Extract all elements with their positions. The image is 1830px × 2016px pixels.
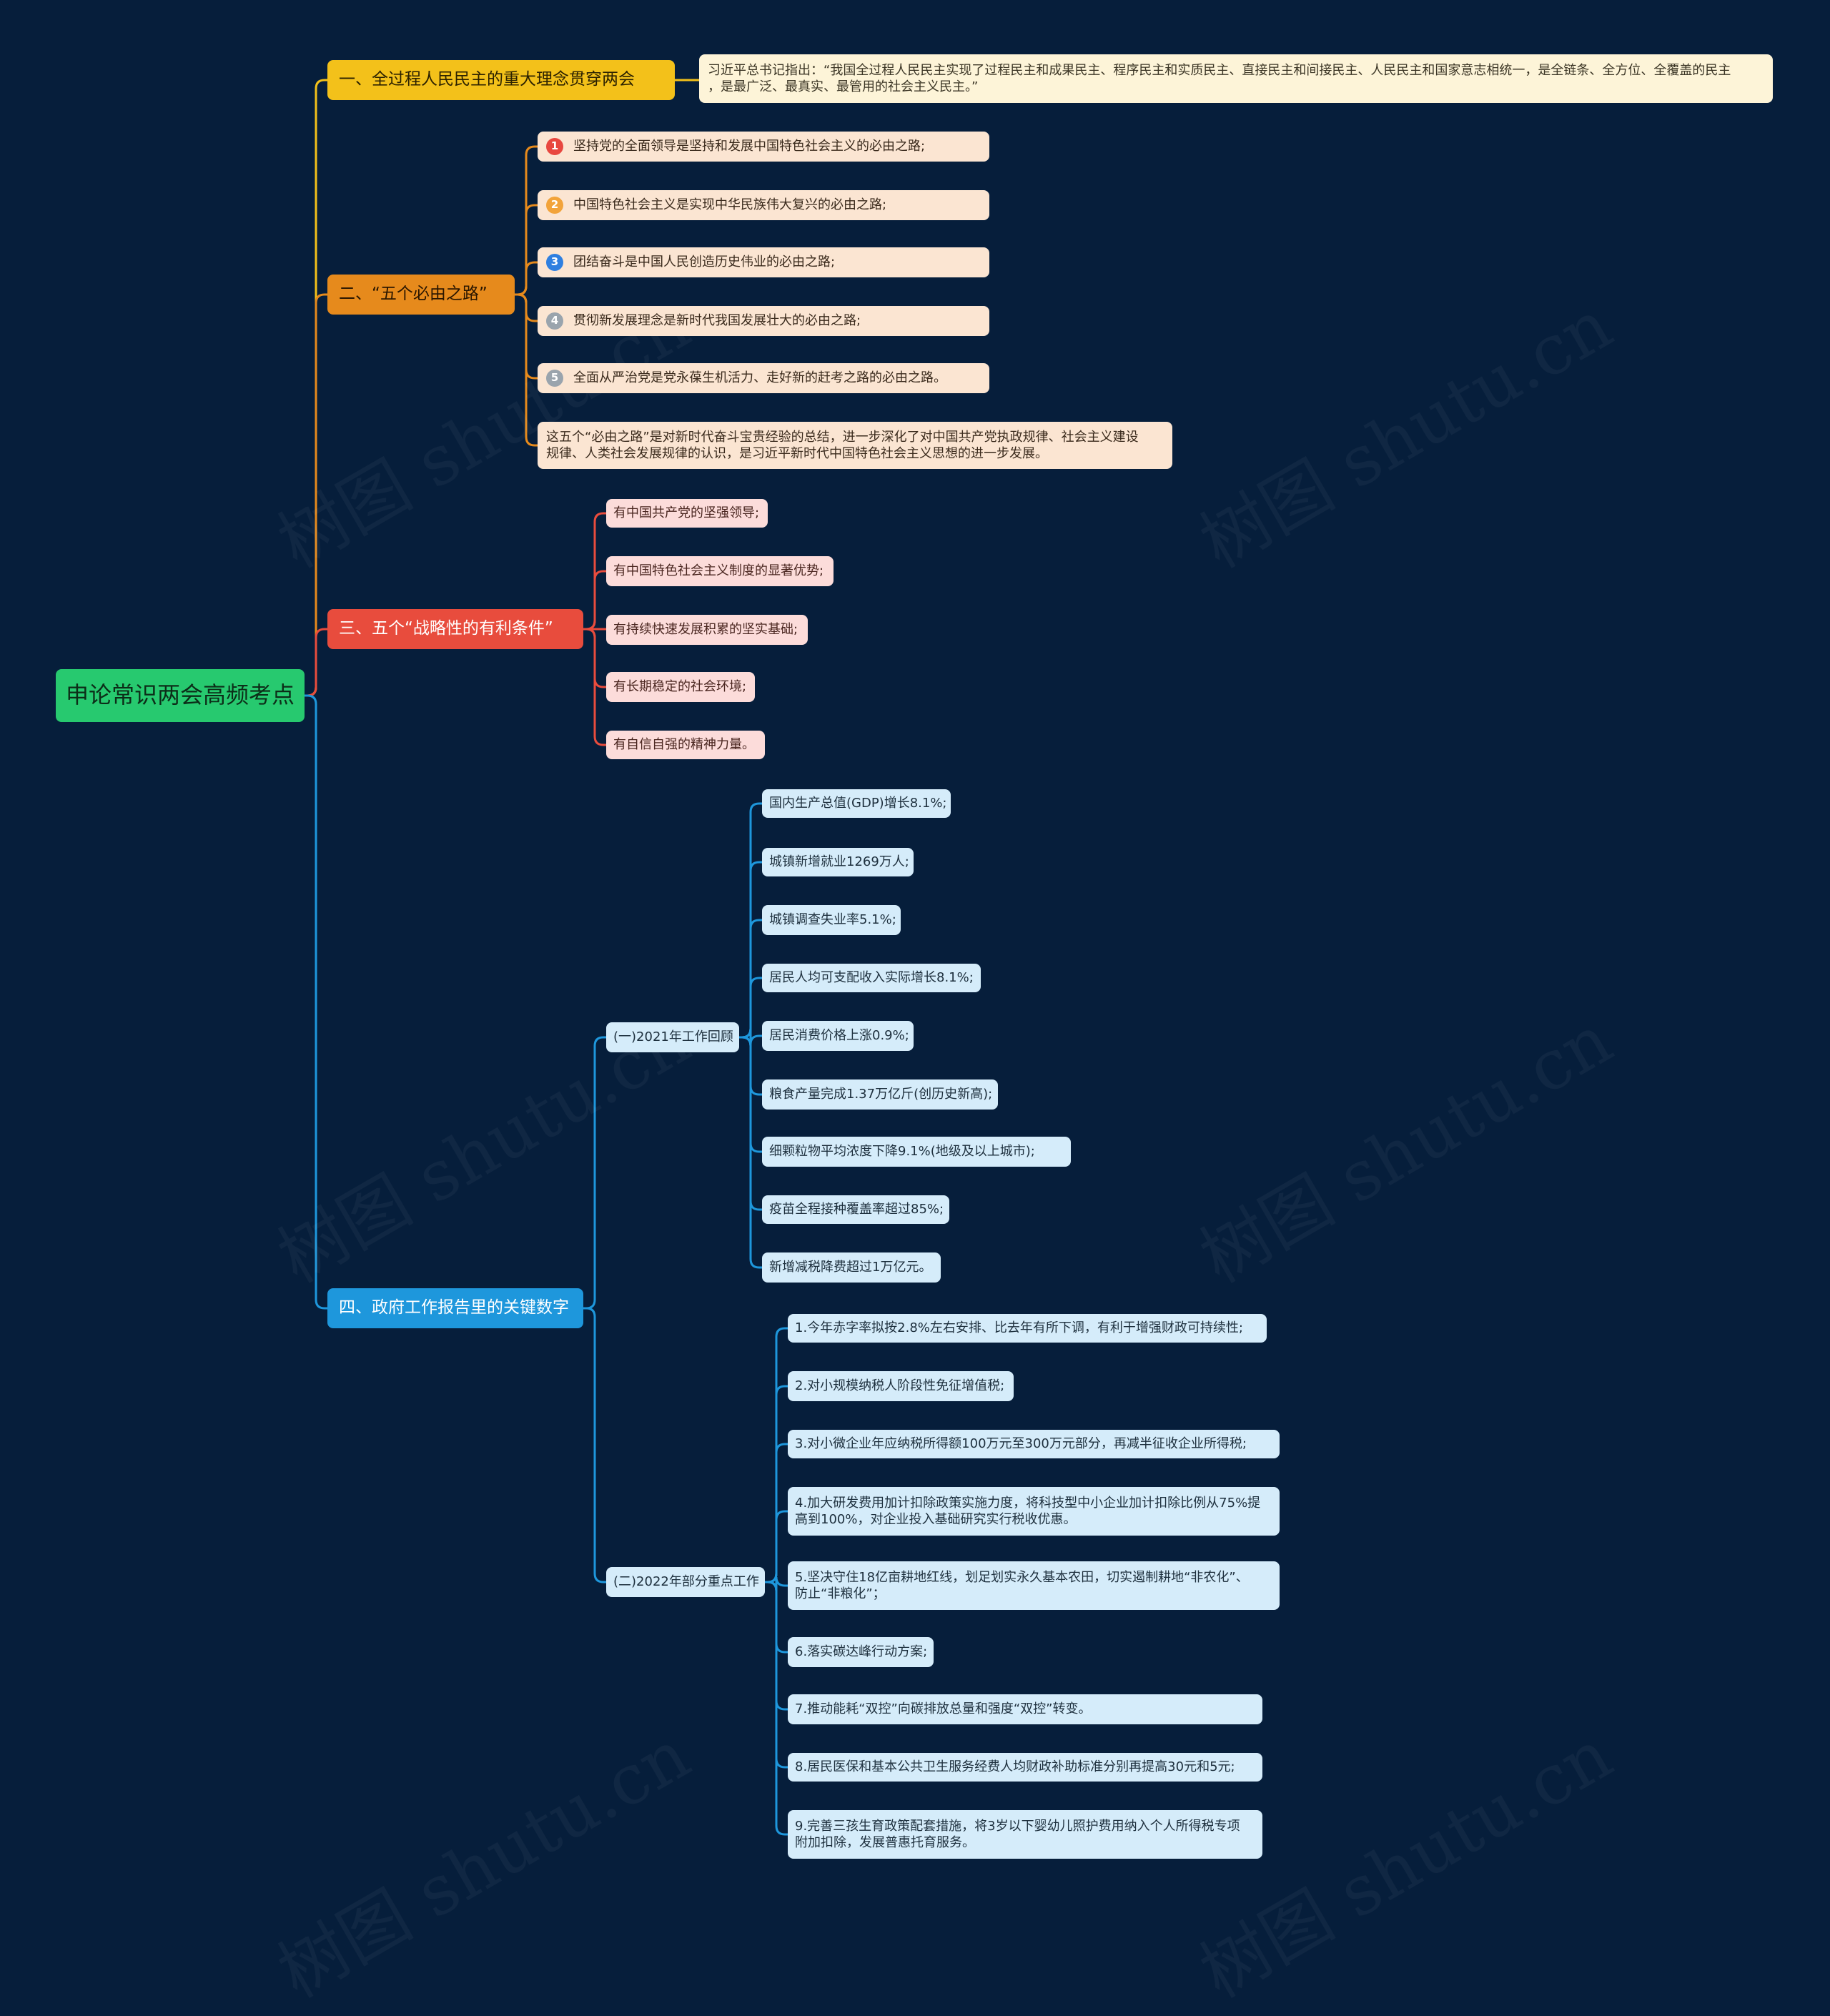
road-item[interactable]: 3 团结奋斗是中国人民创造历史伟业的必由之路; <box>538 247 989 277</box>
number-3-badge-icon: 3 <box>546 254 563 271</box>
key-work-item[interactable]: 6.落实碳达峰行动方案; <box>788 1637 934 1667</box>
road-item-text: 贯彻新发展理念是新时代我国发展壮大的必由之路; <box>573 313 861 329</box>
item-line: 9.完善三孩生育政策配套措施，将3岁以下婴幼儿照护费用纳入个人所得税专项 <box>795 1818 1240 1834</box>
item-line: 高到100%，对企业投入基础研究实行税收优惠。 <box>795 1512 1077 1527</box>
connector-b3-item <box>582 570 608 631</box>
review-item[interactable]: 疫苗全程接种覆盖率超过85%; <box>762 1195 949 1224</box>
connector-sub2-item <box>763 1510 789 1583</box>
number-4-badge-icon: 4 <box>546 312 563 330</box>
review-item[interactable]: 新增减税降费超过1万亿元。 <box>762 1252 941 1283</box>
road-summary-note[interactable]: 这五个“必由之路”是对新时代奋斗宝贵经验的总结，进一步深化了对中国共产党执政规律… <box>538 422 1172 469</box>
road-item-text: 团结奋斗是中国人民创造历史伟业的必由之路; <box>573 255 836 270</box>
condition-item[interactable]: 有长期稳定的社会环境; <box>606 672 755 702</box>
key-work-item[interactable]: 8.居民医保和基本公共卫生服务经费人均财政补助标准分别再提高30元和5元; <box>788 1753 1262 1782</box>
condition-item[interactable]: 有持续快速发展积累的坚实基础; <box>606 615 808 645</box>
review-item[interactable]: 细颗粒物平均浓度下降9.1%(地级及以上城市); <box>762 1137 1071 1167</box>
subtopic-2022-key-work[interactable]: (二)2022年部分重点工作 <box>606 1567 765 1597</box>
road-item-text: 坚持党的全面领导是坚持和发展中国特色社会主义的必由之路; <box>573 139 926 154</box>
key-work-item[interactable]: 3.对小微企业年应纳税所得额100万元至300万元部分，再减半征收企业所得税; <box>788 1430 1280 1458</box>
connector-b4-sub2 <box>582 1307 608 1583</box>
subtopic-2021-review[interactable]: (一)2021年工作回顾 <box>606 1022 739 1052</box>
condition-item[interactable]: 有中国共产党的坚强领导; <box>606 499 768 528</box>
branch-1-topic[interactable]: 一、全过程人民民主的重大理念贯穿两会 <box>327 60 675 100</box>
connector-lines <box>303 79 789 1836</box>
key-work-item[interactable]: 7.推动能耗“双控”向碳排放总量和强度“双控”转变。 <box>788 1694 1262 1724</box>
connector-b2-item <box>513 293 539 447</box>
branch-3-topic[interactable]: 三、五个“战略性的有利条件” <box>327 609 583 649</box>
road-item[interactable]: 2 中国特色社会主义是实现中华民族伟大复兴的必由之路; <box>538 190 989 220</box>
review-item[interactable]: 城镇调查失业率5.1%; <box>762 905 901 935</box>
branch-2-topic[interactable]: 二、“五个必由之路” <box>327 275 515 315</box>
road-item-text: 中国特色社会主义是实现中华民族伟大复兴的必由之路; <box>573 197 887 213</box>
item-line: 5.坚决守住18亿亩耕地红线，划足划实永久基本农田，切实遏制耕地“非农化”、 <box>795 1569 1249 1585</box>
number-2-badge-icon: 2 <box>546 197 563 214</box>
number-1-badge-icon: 1 <box>546 138 563 155</box>
road-item[interactable]: 4 贯彻新发展理念是新时代我国发展壮大的必由之路; <box>538 306 989 336</box>
connector-sub1-item <box>738 977 763 1039</box>
road-item[interactable]: 1 坚持党的全面领导是坚持和发展中国特色社会主义的必由之路; <box>538 132 989 162</box>
connector-b2-item <box>513 261 539 296</box>
note-line: 这五个“必由之路”是对新时代奋斗宝贵经验的总结，进一步深化了对中国共产党执政规律… <box>546 429 1139 445</box>
branch-1-quote-note[interactable]: 习近平总书记指出：“我国全过程人民民主实现了过程民主和成果民主、程序民主和实质民… <box>699 54 1773 103</box>
key-work-item[interactable]: 5.坚决守住18亿亩耕地红线，划足划实永久基本农田，切实遏制耕地“非农化”、 防… <box>788 1561 1280 1610</box>
connector-b4-sub1 <box>582 1036 608 1310</box>
connector-root-b3 <box>303 628 329 697</box>
review-item[interactable]: 粮食产量完成1.37万亿斤(创历史新高); <box>762 1079 998 1110</box>
note-line: 规律、人类社会发展规律的认识，是习近平新时代中国特色社会主义思想的进一步发展。 <box>546 446 1048 461</box>
review-item[interactable]: 城镇新增就业1269万人; <box>762 848 914 876</box>
connector-sub1-item <box>738 1036 763 1269</box>
condition-item[interactable]: 有中国特色社会主义制度的显著优势; <box>606 556 834 586</box>
review-item[interactable]: 国内生产总值(GDP)增长8.1%; <box>762 789 951 818</box>
connector-root-b4 <box>303 694 329 1310</box>
condition-item[interactable]: 有自信自强的精神力量。 <box>606 731 765 759</box>
review-item[interactable]: 居民人均可支配收入实际增长8.1%; <box>762 964 981 992</box>
connector-sub2-item <box>763 1581 789 1836</box>
key-work-item[interactable]: 4.加大研发费用加计扣除政策实施力度，将科技型中小企业加计扣除比例从75%提 高… <box>788 1487 1280 1536</box>
note-line: ，是最广泛、最真实、最管用的社会主义民主。” <box>708 79 979 94</box>
item-line: 防止“非粮化”； <box>795 1586 886 1601</box>
root-topic[interactable]: 申论常识两会高频考点 <box>56 669 305 722</box>
road-item[interactable]: 5 全面从严治党是党永葆生机活力、走好新的赶考之路的必由之路。 <box>538 363 989 393</box>
road-item-text: 全面从严治党是党永葆生机活力、走好新的赶考之路的必由之路。 <box>573 370 946 386</box>
key-work-item[interactable]: 9.完善三孩生育政策配套措施，将3岁以下婴幼儿照护费用纳入个人所得税专项 附加扣… <box>788 1810 1262 1859</box>
item-line: 4.加大研发费用加计扣除政策实施力度，将科技型中小企业加计扣除比例从75%提 <box>795 1495 1261 1511</box>
review-item[interactable]: 居民消费价格上涨0.9%; <box>762 1021 914 1051</box>
note-line: 习近平总书记指出：“我国全过程人民民主实现了过程民主和成果民主、程序民主和实质民… <box>708 62 1731 78</box>
key-work-item[interactable]: 1.今年赤字率拟按2.8%左右安排、比去年有所下调，有利于增强财政可持续性; <box>788 1314 1267 1343</box>
key-work-item[interactable]: 2.对小规模纳税人阶段性免征增值税; <box>788 1371 1014 1401</box>
number-5-badge-icon: 5 <box>546 370 563 387</box>
connector-b3-item <box>582 628 608 746</box>
branch-4-topic[interactable]: 四、政府工作报告里的关键数字 <box>327 1288 583 1328</box>
item-line: 附加扣除，发展普惠托育服务。 <box>795 1835 975 1850</box>
